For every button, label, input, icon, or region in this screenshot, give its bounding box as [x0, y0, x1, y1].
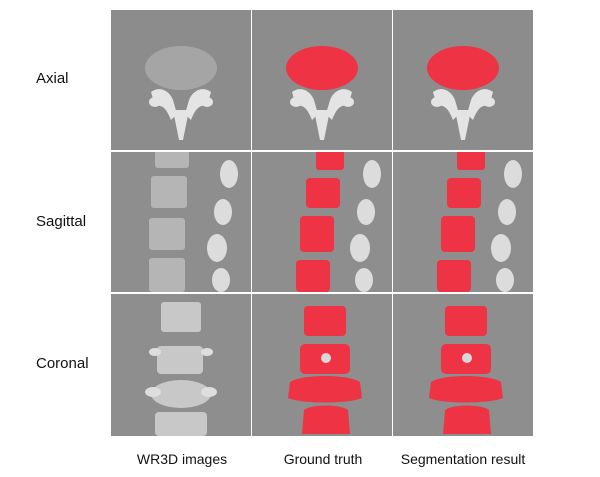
vertebral-bodies-ct — [149, 152, 189, 292]
spinous-processes-ct — [207, 160, 238, 292]
panel-coronal-segmentation — [393, 294, 533, 436]
vertebral-bodies-ct — [151, 302, 211, 436]
panel-coronal-ground-truth — [252, 294, 392, 436]
panel-sagittal-ground-truth — [252, 152, 392, 292]
panel-axial-ground-truth — [252, 10, 392, 150]
row-label-axial: Axial — [36, 70, 69, 87]
segmentation-mask — [429, 306, 503, 434]
spinous-processes-ct — [491, 160, 522, 292]
panel-sagittal-wr3d — [111, 152, 251, 292]
lateral-processes-ct — [145, 348, 217, 397]
panel-coronal-wr3d — [111, 294, 251, 436]
panel-sagittal-segmentation — [393, 152, 533, 292]
row-label-coronal: Coronal — [36, 355, 89, 372]
segmentation-mask — [286, 46, 358, 90]
segmentation-mask — [427, 46, 499, 90]
panel-axial-wr3d — [111, 10, 251, 150]
col-label-segmentation: Segmentation result — [400, 451, 526, 467]
posterior-elements-ct — [149, 89, 213, 140]
segmentation-mask — [296, 152, 344, 292]
segmentation-mask — [437, 152, 485, 292]
panel-axial-segmentation — [393, 10, 533, 150]
posterior-elements-ct — [431, 89, 495, 140]
row-label-sagittal: Sagittal — [36, 213, 87, 230]
col-label-wr3d: WR3D images — [136, 451, 228, 467]
vertebral-body-ct — [145, 46, 217, 90]
spinous-processes-ct — [350, 160, 381, 292]
foramen-hole — [462, 353, 472, 363]
col-label-ground-truth: Ground truth — [283, 451, 363, 467]
posterior-elements-ct — [290, 89, 354, 140]
foramen-hole — [321, 353, 331, 363]
